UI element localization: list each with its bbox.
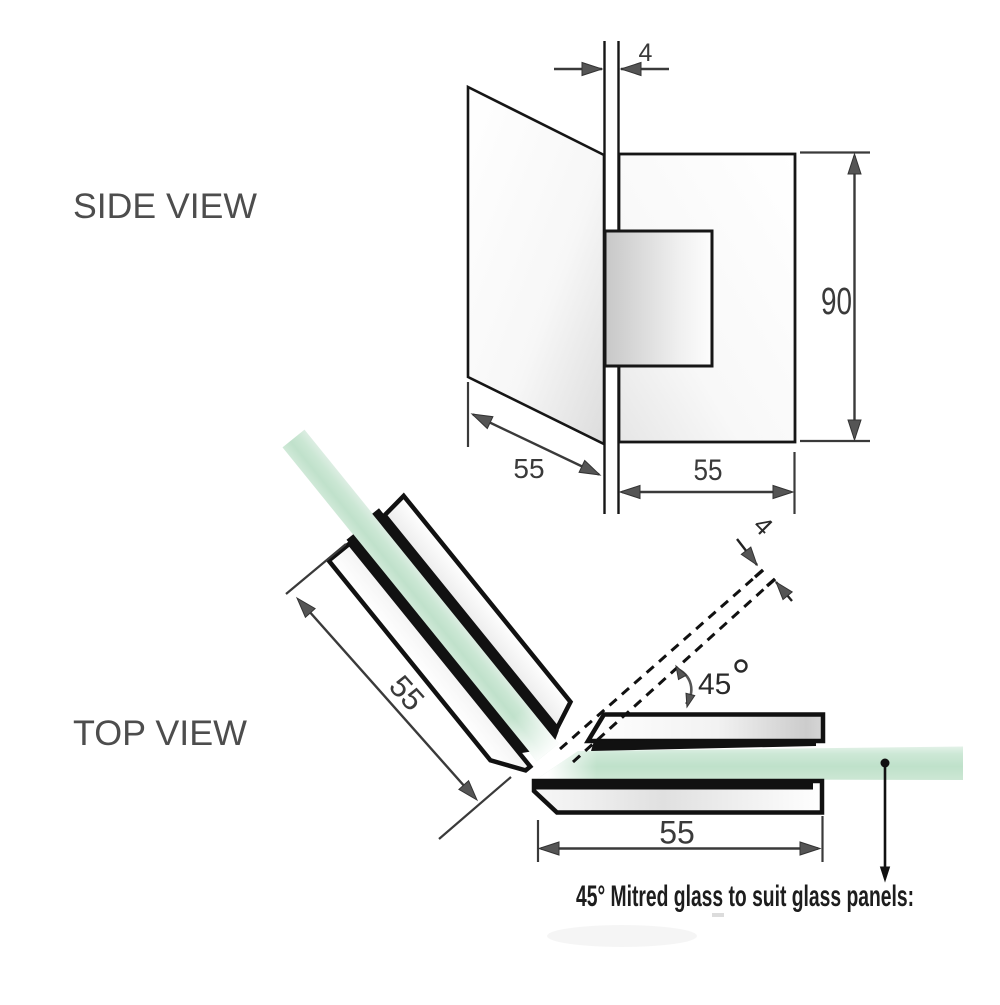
svg-text:SIDE VIEW: SIDE VIEW [73,187,257,226]
svg-text:55: 55 [659,815,695,851]
svg-text:55: 55 [513,453,544,484]
svg-text:55: 55 [694,454,723,487]
svg-text:4: 4 [639,39,653,67]
svg-text:45° Mitred glass to suit glass: 45° Mitred glass to suit glass panels: [576,880,914,913]
svg-text:90: 90 [821,281,852,323]
svg-text:TOP VIEW: TOP VIEW [73,714,247,753]
svg-text:45: 45 [698,668,731,701]
